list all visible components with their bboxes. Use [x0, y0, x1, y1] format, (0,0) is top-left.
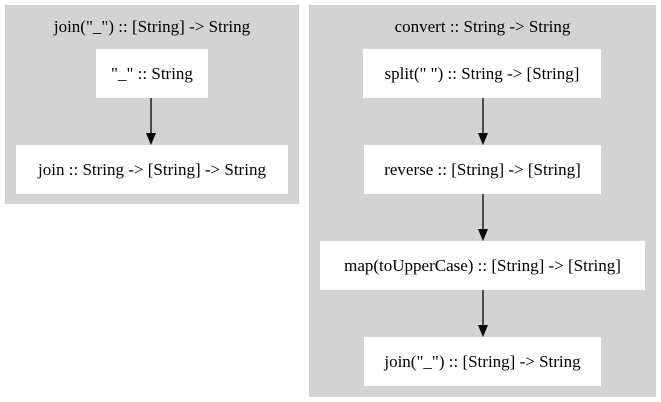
edge-map-to-join-call [478, 290, 488, 337]
node-split: split(" ") :: String -> [String] [363, 49, 601, 98]
edge-split-to-reverse [478, 98, 488, 145]
node-map: map(toUpperCase) :: [String] -> [String] [320, 241, 645, 290]
edge-reverse-to-map [478, 194, 488, 241]
cluster-convert-title: convert :: String -> String [394, 17, 571, 36]
node-join-function: join :: String -> [String] -> String [16, 145, 288, 194]
node-join-call: join("_") :: [String] -> String [364, 337, 601, 386]
edge-sep-to-join-fn [146, 98, 156, 145]
cluster-join-title: join("_") :: [String] -> String [53, 17, 251, 36]
node-reverse: reverse :: [String] -> [String] [364, 145, 601, 194]
node-separator: "_" :: String [96, 49, 208, 98]
